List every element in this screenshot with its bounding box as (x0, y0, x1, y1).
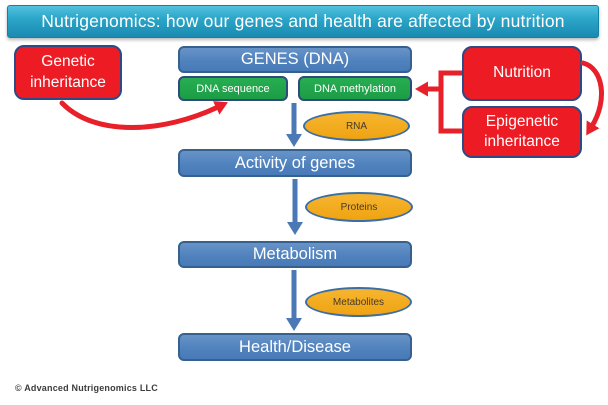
arrow-genetic-to-dna-sequence (59, 100, 228, 130)
node-genes-dna: GENES (DNA) (178, 46, 412, 73)
ellipse-rna: RNA (303, 111, 410, 141)
arrow-nutrition-to-epigenetic (580, 60, 604, 136)
ellipse-proteins: Proteins (305, 192, 413, 222)
node-metabolism: Metabolism (178, 241, 412, 268)
node-epigenetic-inheritance: Epigenetic inheritance (462, 106, 582, 158)
node-nutrition: Nutrition (462, 46, 582, 101)
node-activity-of-genes: Activity of genes (178, 149, 412, 177)
diagram-title: Nutrigenomics: how our genes and health … (41, 11, 565, 31)
node-genetic-inheritance: Genetic inheritance (14, 45, 122, 100)
ellipse-metabolites: Metabolites (305, 287, 412, 317)
diagram-title-bar: Nutrigenomics: how our genes and health … (7, 5, 599, 38)
connector-nutrition-epigenetic-bracket (438, 70, 462, 134)
node-dna-sequence: DNA sequence (178, 76, 288, 101)
node-dna-methylation: DNA methylation (298, 76, 412, 101)
node-health-disease: Health/Disease (178, 333, 412, 361)
copyright-text: © Advanced Nutrigenomics LLC (15, 383, 158, 393)
